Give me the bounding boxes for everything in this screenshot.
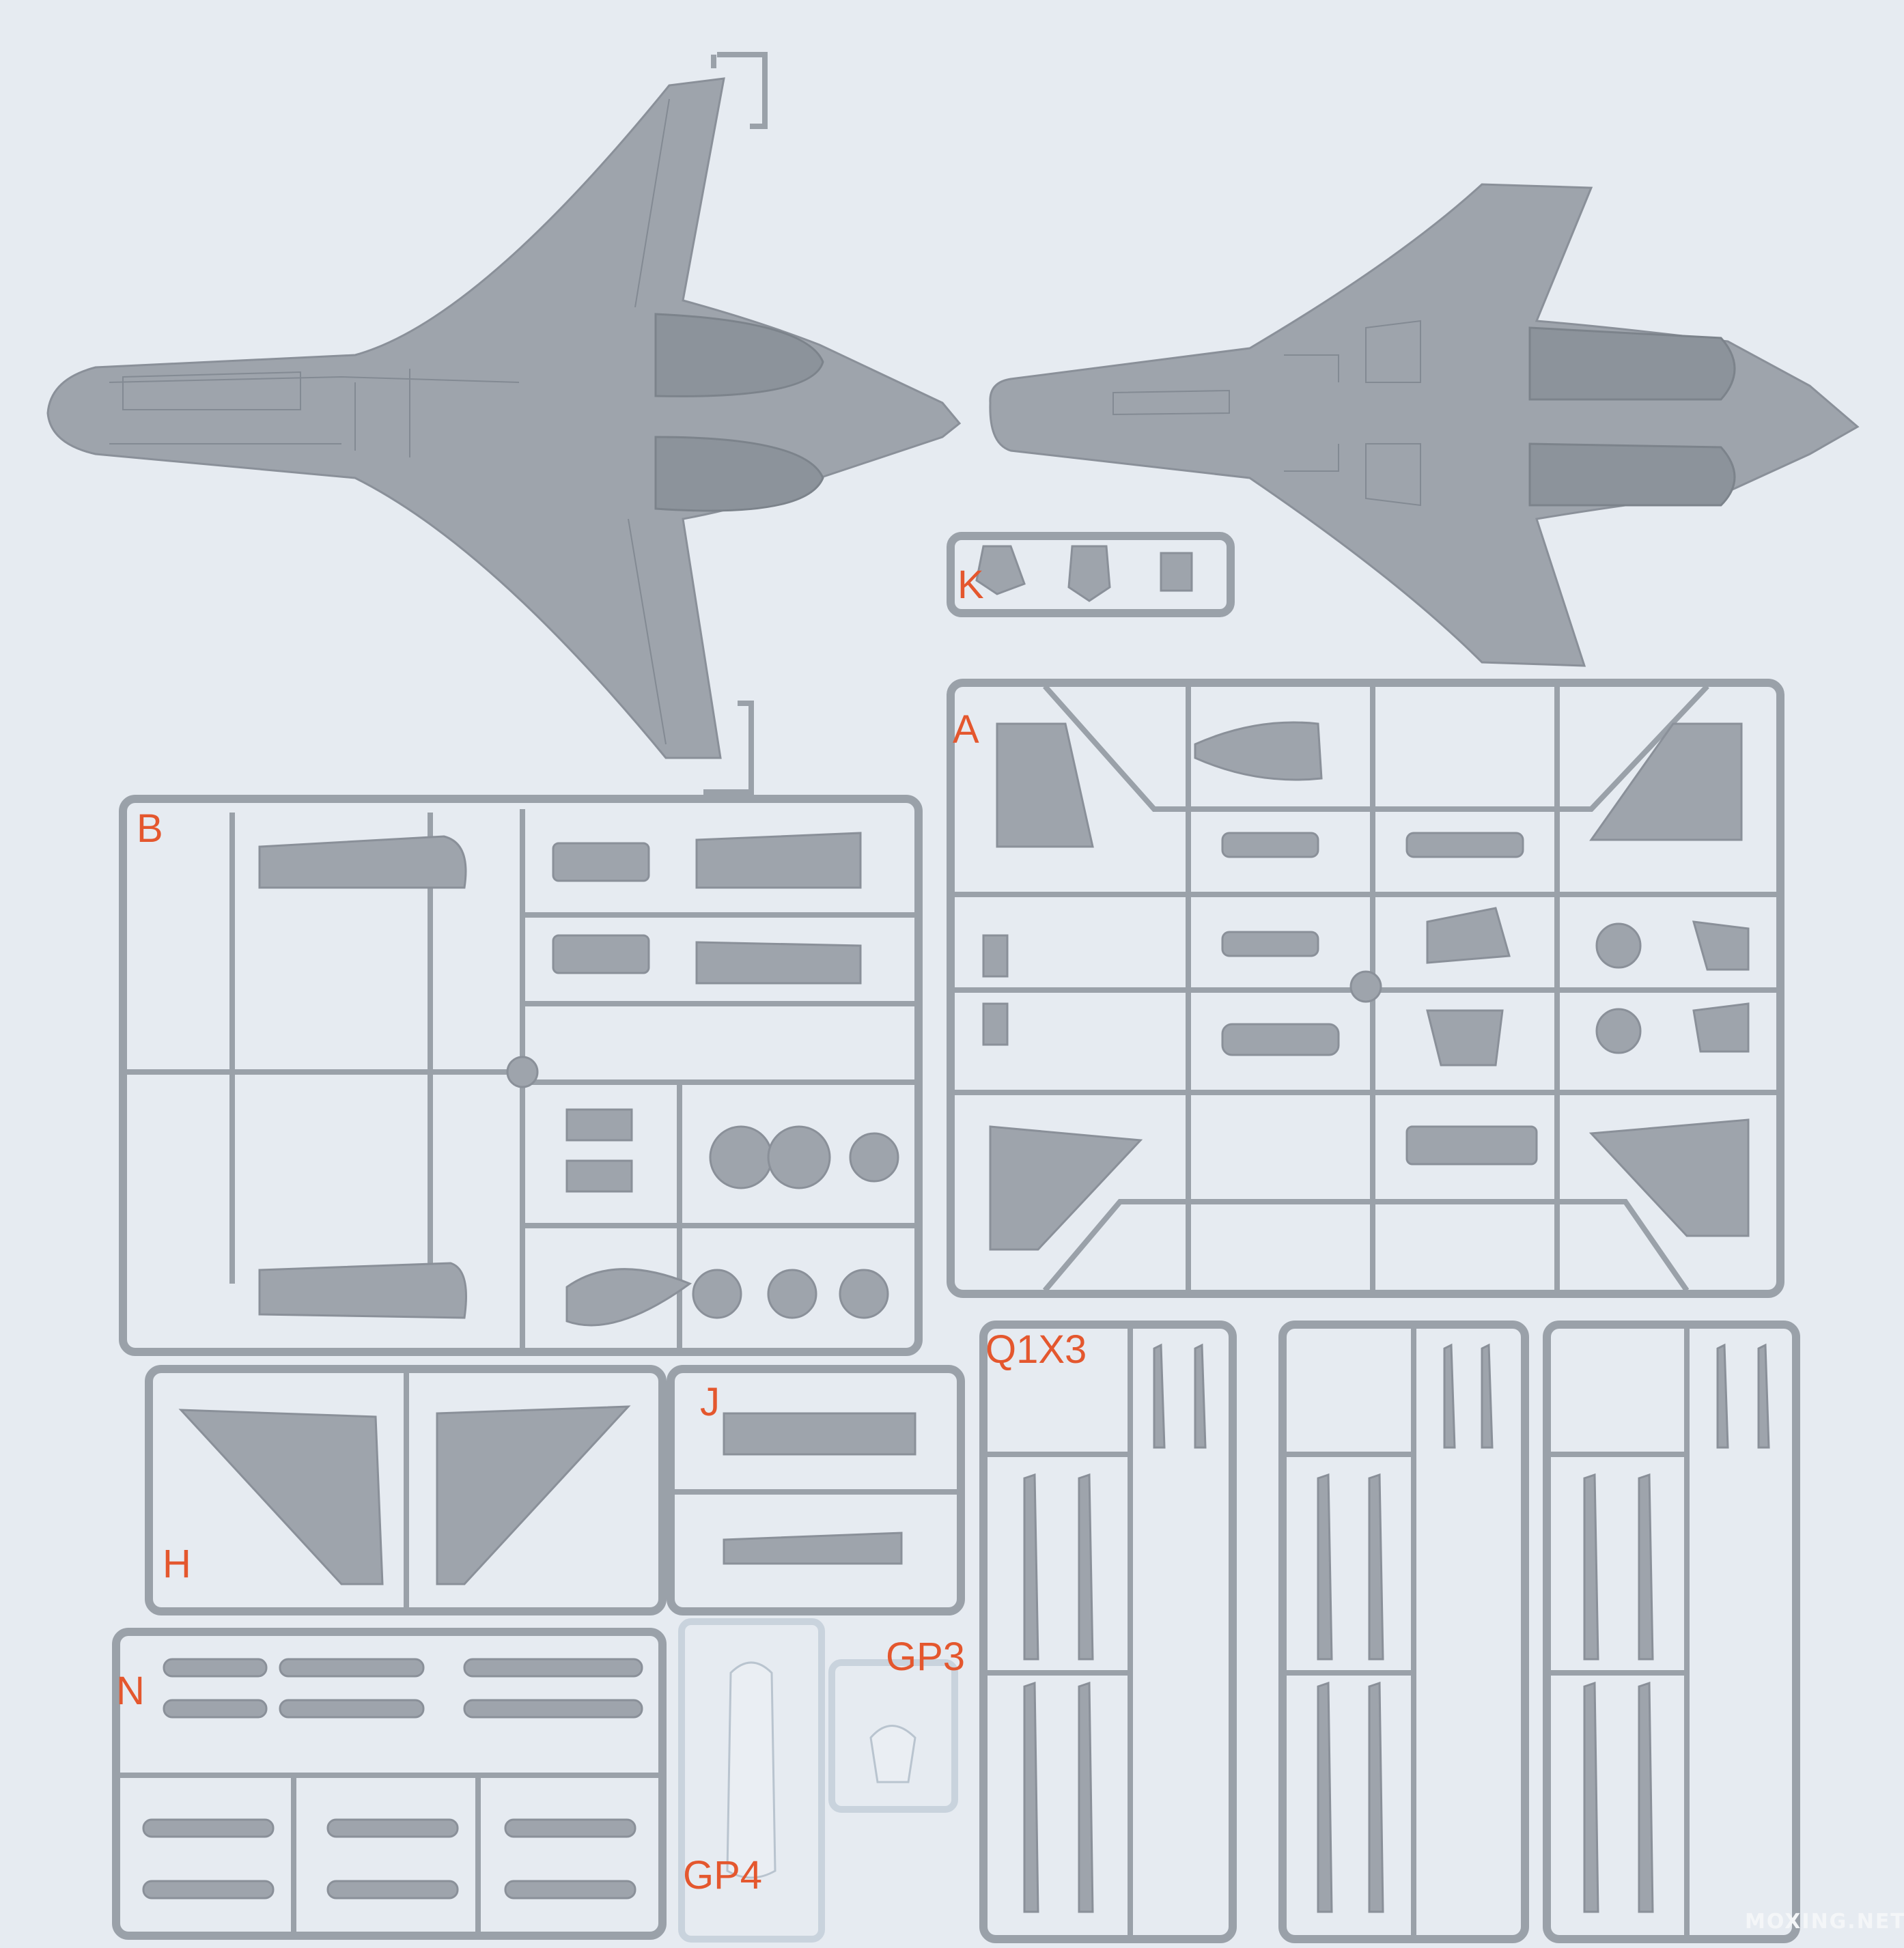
sprue-q-3 [1543, 1321, 1800, 1943]
sprue-j [667, 1365, 965, 1615]
fuselage-upper-half [46, 52, 962, 795]
sprue-q-1 [979, 1321, 1237, 1943]
sprue-a [947, 679, 1784, 1298]
sprue-h [145, 1365, 667, 1615]
watermark: MOXING.NET [1745, 1910, 1904, 1934]
sprue-q-2 [1278, 1321, 1529, 1943]
fuselage-lower-half [989, 183, 1860, 667]
sprue-gp3 [828, 1659, 958, 1813]
label-k: K [957, 563, 984, 607]
label-q1x3: Q1X3 [985, 1327, 1087, 1372]
label-b: B [137, 806, 163, 851]
sprue-gp4 [678, 1618, 825, 1943]
label-j: J [700, 1380, 720, 1424]
label-gp3: GP3 [886, 1635, 966, 1679]
label-h: H [163, 1542, 191, 1586]
sprue-k [947, 532, 1235, 617]
label-gp4: GP4 [683, 1853, 763, 1897]
sprue-b [119, 795, 923, 1356]
sprue-n [112, 1628, 667, 1940]
label-a: A [953, 707, 979, 752]
label-n: N [116, 1669, 145, 1713]
